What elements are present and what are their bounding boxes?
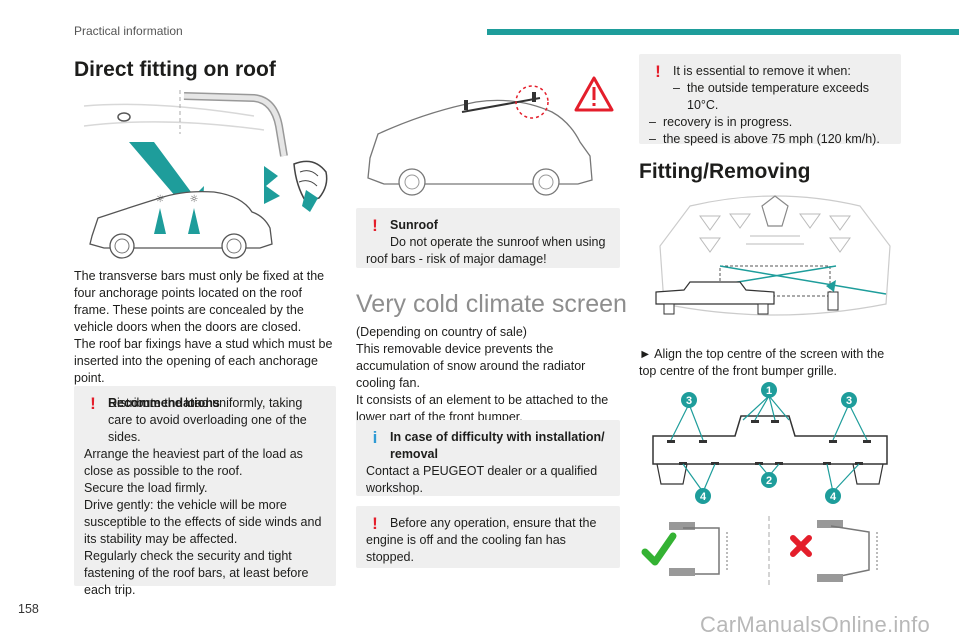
correct-incorrect-diagram <box>641 516 878 588</box>
caution-text: Before any operation, ensure that the en… <box>366 516 597 564</box>
running-header: Practical information <box>74 24 183 38</box>
recommendation-line: Distribute the load uniformly, taking ca… <box>108 396 307 444</box>
removal-item: –the outside temperature exceeds 10°C. <box>673 81 870 112</box>
page-number: 158 <box>18 602 39 616</box>
sunroof-box: ! Sunroof Do not operate the sunroof whe… <box>356 208 620 268</box>
align-instruction: ► Align the top centre of the screen wit… <box>639 347 885 378</box>
removal-warning-box: ! It is essential to remove it when: –th… <box>639 54 901 146</box>
callout-3-left: 3 <box>686 395 692 407</box>
recommendation-line: Secure the load firmly. <box>84 481 208 495</box>
svg-text:☼: ☼ <box>156 194 165 205</box>
sunroof-text: Do not operate the sunroof when using ro… <box>366 235 606 266</box>
callout-4-left: 4 <box>700 491 707 503</box>
callout-3-right: 3 <box>846 395 852 407</box>
sunroof-title: Sunroof <box>390 218 438 232</box>
roof-body-text: The transverse bars must only be fixed a… <box>74 269 333 385</box>
watermark: CarManualsOnline.info <box>700 612 931 637</box>
recommendation-line: Arrange the heaviest part of the load as… <box>84 447 303 478</box>
fixing-points-diagram: 1 2 3 3 4 4 <box>652 382 888 504</box>
removal-item: –recovery is in progress. <box>649 115 793 129</box>
cold-screen-body-text: (Depending on country of sale) This remo… <box>356 325 609 424</box>
section-title-fitting: Fitting/Removing <box>639 160 811 183</box>
grille-fitting-illustration <box>655 195 891 316</box>
info-icon: i <box>372 428 378 447</box>
warning-exclamation-icon: ! <box>372 216 378 235</box>
callout-4-right: 4 <box>830 491 837 503</box>
sunroof-warning-illustration <box>367 76 614 196</box>
removal-item: –the speed is above 75 mph (120 km/h). <box>649 132 880 146</box>
section-title-roof: Direct fitting on roof <box>74 58 276 81</box>
recommendations-box: ! Recommendations Distribute the load un… <box>74 386 336 597</box>
difficulty-box: i In case of difficulty with installatio… <box>356 420 620 496</box>
section-title-cold-screen: Very cold climate screen <box>356 290 627 318</box>
warning-exclamation-icon: ! <box>655 62 661 81</box>
header-accent-bar <box>487 29 959 35</box>
bullet-arrow-icon: ► <box>639 347 655 361</box>
callout-2: 2 <box>766 475 772 487</box>
difficulty-title: In case of difficulty with installation/… <box>390 430 605 461</box>
callout-1: 1 <box>766 385 772 397</box>
recommendation-line: Regularly check the security and tight f… <box>84 549 309 597</box>
difficulty-text: Contact a PEUGEOT dealer or a qualified … <box>366 464 598 495</box>
recommendations-title: Recommendations <box>108 396 220 410</box>
warning-exclamation-icon: ! <box>90 394 96 413</box>
roof-fitting-illustration: ☼ ☼ <box>83 90 328 259</box>
warning-exclamation-icon: ! <box>372 514 378 533</box>
caution-box: ! Before any operation, ensure that the … <box>356 506 620 568</box>
removal-intro: It is essential to remove it when: <box>673 64 851 78</box>
svg-text:☼: ☼ <box>190 194 199 205</box>
recommendation-line: Drive gently: the vehicle will be more s… <box>84 498 322 546</box>
